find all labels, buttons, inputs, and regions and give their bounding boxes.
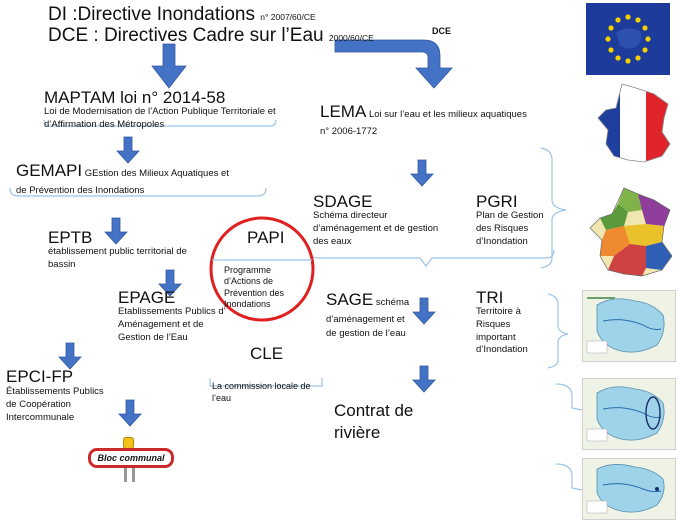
arrow-epage-epci: [58, 342, 82, 370]
di-heading: DI :Directive Inondations n° 2007/60/CE: [48, 4, 316, 26]
eptb-title: EPTB: [48, 228, 93, 247]
sdage-desc: Schéma directeur d’aménagement et de ges…: [313, 210, 439, 247]
maptam-title: MAPTAM loi n° 2014-58: [44, 88, 226, 107]
arrow-sage-contrat: [412, 365, 436, 393]
eu-stars: [605, 14, 651, 64]
bracket-right-basins: [540, 147, 567, 269]
france-flag-map-icon: [592, 82, 674, 166]
eptb-desc: établissement public territorial de bass…: [48, 246, 187, 270]
gemapi-desc: GEstion des Milieux Aquatiques et de Pré…: [16, 168, 229, 196]
cle-title: CLE: [250, 344, 284, 363]
bracket-right-tri: [547, 293, 569, 369]
dce-title: DCE : Directives Cadre sur l’Eau: [48, 25, 324, 46]
sage-block: SAGE schéma d’aménagement et de gestion …: [326, 287, 416, 341]
line-to-map3: [555, 463, 583, 491]
sign-plate: Bloc communal: [88, 448, 174, 468]
dce-heading: DCE : Directives Cadre sur l’Eau 2000/60…: [48, 25, 374, 47]
maptam-desc: Loi de Modernisation de l’Action Publiqu…: [44, 106, 276, 130]
cle-desc: La commission locale de l’eau: [212, 381, 311, 404]
bloc-label: Bloc communal: [97, 453, 165, 463]
lema-block: LEMA Loi sur l’eau et les milieux aquati…: [320, 100, 534, 138]
basin-map-icon: [582, 458, 676, 520]
eu-flag-icon: [586, 3, 670, 75]
arrow-gemapi-eptb: [104, 217, 128, 245]
di-title: DI :Directive Inondations: [48, 4, 255, 25]
contrat-title: Contrat de rivière: [334, 401, 414, 443]
tri-title: TRI: [476, 288, 504, 307]
dce-arrow-label: DCE: [432, 26, 452, 36]
basin-map-icon: [582, 290, 676, 362]
dce-ref: 2000/60/CE: [328, 33, 374, 43]
sdage-title: SDAGE: [313, 192, 373, 211]
arrow-dce-to-lema: [334, 39, 453, 89]
papi-title: PAPI: [247, 228, 285, 247]
sage-desc: d’aménagement et de gestion de l’eau: [326, 313, 406, 339]
epci-title: EPCI-FP: [6, 367, 74, 386]
bloc-communal-sign: Bloc communal: [88, 438, 178, 484]
sage-title: SAGE: [326, 290, 374, 309]
gemapi-title: GEMAPI: [16, 161, 83, 180]
france-basins-map-icon: [584, 186, 676, 278]
sign-post: [124, 438, 133, 448]
arrow-di-to-maptam: [151, 43, 187, 89]
tri-desc: Territoire à Risques important d’Inondat…: [476, 306, 528, 356]
pgri-title: PGRI: [476, 192, 518, 211]
lema-title: LEMA: [320, 102, 367, 121]
lema-desc: Loi sur l’eau et les milieux aquatiques …: [320, 109, 527, 137]
arrow-epci-bloc: [118, 399, 142, 427]
epage-desc: Etablissements Publics d’ Aménagement et…: [118, 306, 226, 343]
sage-desc-inline: schéma: [375, 297, 410, 308]
line-to-map2: [555, 383, 583, 411]
epage-title: EPAGE: [118, 288, 176, 307]
papi-circle: [209, 216, 315, 322]
basin-map-icon: [582, 378, 676, 450]
bracket-sdage-pgri: [309, 249, 555, 267]
arrow-lema-sdage: [410, 159, 434, 187]
epci-desc: Établissements Publics de Coopération In…: [6, 386, 104, 423]
arrow-sdage-sage: [412, 297, 436, 325]
bracket-maptam: [43, 119, 277, 127]
sign-legs: [124, 468, 127, 482]
pgri-desc: Plan de Gestion des Risques d’Inondation: [476, 210, 544, 247]
di-ref: n° 2007/60/CE: [260, 12, 316, 22]
gemapi-block: GEMAPI GEstion des Milieux Aquatiques et…: [16, 158, 241, 198]
papi-desc: Programme d’Actions de Prévention des In…: [224, 265, 285, 309]
bracket-cle: [209, 378, 323, 387]
bracket-gemapi: [9, 187, 267, 197]
